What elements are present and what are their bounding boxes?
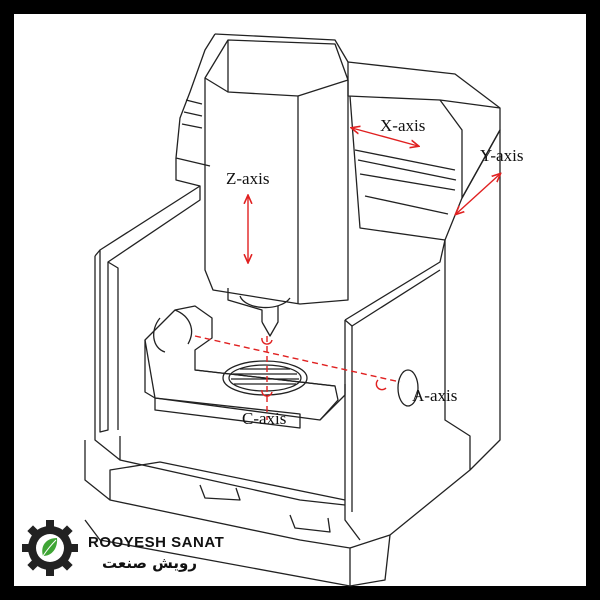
- machine-body: [84, 33, 501, 587]
- c-axis-rotation-top: [261, 337, 273, 345]
- bridge-left-face: [175, 33, 216, 167]
- z-axis-label: Z-axis: [226, 169, 269, 188]
- rooyesh-sanat-logo: ROOYESH SANAT رویش صنعت: [22, 520, 224, 576]
- a-axis-label: A-axis: [412, 386, 457, 405]
- axis-markers: [194, 128, 500, 420]
- y-axis-label: Y-axis: [480, 146, 523, 165]
- a-axis-hub: [397, 369, 419, 407]
- a-axis-centerline: [194, 335, 401, 383]
- x-axis-arrow: [352, 128, 418, 146]
- c-axis-label: C-axis: [242, 409, 286, 428]
- x-rail-lines: [354, 149, 457, 215]
- x-axis-label: X-axis: [380, 116, 425, 135]
- gear-leaf-icon: [22, 520, 78, 576]
- logo-name-fa: رویش صنعت: [102, 554, 197, 572]
- logo-name-en: ROOYESH SANAT: [88, 534, 224, 551]
- spindle-head: [204, 39, 349, 305]
- trunnion-table: [144, 305, 339, 421]
- c-axis-rotation-bottom: [261, 389, 273, 397]
- machine-base: [84, 440, 351, 587]
- y-axis-arrow: [456, 174, 500, 214]
- a-axis-rotation: [375, 379, 387, 391]
